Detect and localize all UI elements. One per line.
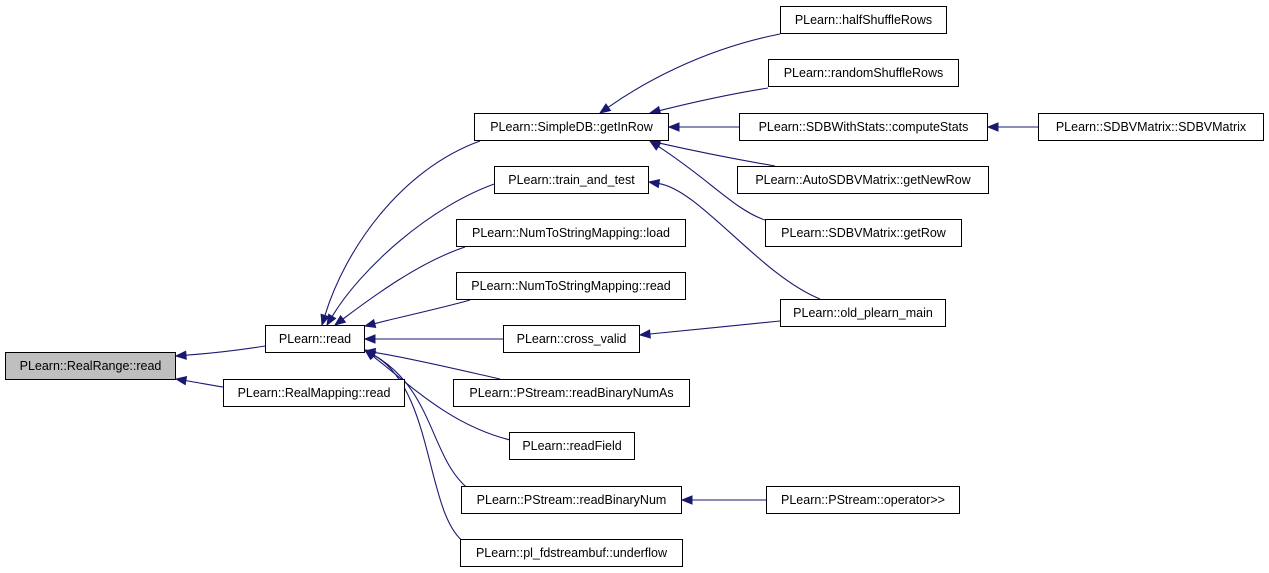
arrowhead-getinrow-to-read [320,313,330,327]
node-old-plearn-main[interactable]: PLearn::old_plearn_main [780,299,946,327]
edge-randomshufflerows-to-getinrow [659,87,769,112]
node-numtostringmapping-load[interactable]: PLearn::NumToStringMapping::load [456,219,686,247]
arrowhead-ntsm_load-to-read [333,314,347,326]
arrowhead-sdbvmatrix_ctor-to-computestats [986,122,999,132]
edge-train_and_test-to-read [331,181,501,317]
node-train-and-test[interactable]: PLearn::train_and_test [494,166,649,194]
edge-autosdbv_getnewrow-to-getinrow [659,142,776,167]
edge-readbinarynumas-to-read [374,351,501,380]
edge-sdbv_getrow-to-getinrow [658,145,766,221]
node-read[interactable]: PLearn::read [265,325,365,353]
node-pstream-readbinarynumas[interactable]: PLearn::PStream::readBinaryNumAs [453,379,690,407]
node-pstream-operator-shr[interactable]: PLearn::PStream::operator>> [766,486,960,514]
edge-old_plearn_main-to-cross_valid [649,320,781,335]
arrowhead-ntsm_read-to-read [363,318,377,329]
node-autosdbvmatrix-getnewrow[interactable]: PLearn::AutoSDBVMatrix::getNewRow [737,166,989,194]
node-numtostringmapping-read[interactable]: PLearn::NumToStringMapping::read [456,272,686,300]
edge-old_plearn_main-to-train_and_test [658,183,821,300]
node-realrange-read: PLearn::RealRange::read [5,352,176,380]
node-halfshufflerows[interactable]: PLearn::halfShuffleRows [780,6,947,34]
edge-halfshufflerows-to-getinrow [607,33,781,108]
edge-underflow-to-read [373,354,466,544]
node-randomshufflerows[interactable]: PLearn::randomShuffleRows [768,59,959,87]
arrowhead-cross_valid-to-read [363,334,376,344]
edge-realmapping_read-to-realrange_read [185,380,224,388]
edge-readbinarynum-to-read [373,354,471,491]
arrowhead-train_and_test-to-read [326,313,337,327]
node-pstream-readbinarynum[interactable]: PLearn::PStream::readBinaryNum [461,486,682,514]
arrowhead-realmapping_read-to-realrange_read [174,376,188,386]
edge-readfield-to-read [372,355,511,441]
edge-ntsm_read-to-read [374,299,471,325]
arrowhead-sdbv_getrow-to-getinrow [648,140,662,151]
arrowhead-old_plearn_main-to-cross_valid [638,329,651,339]
edge-getinrow-to-read [324,140,481,316]
arrowhead-computestats-to-getinrow [667,122,680,132]
node-readfield[interactable]: PLearn::readField [509,432,635,460]
node-sdbvmatrix-ctor[interactable]: PLearn::SDBVMatrix::SDBVMatrix [1038,113,1264,141]
node-cross-valid[interactable]: PLearn::cross_valid [503,325,640,353]
node-simpledb-getinrow[interactable]: PLearn::SimpleDB::getInRow [474,113,669,141]
edge-ntsm_load-to-read [342,246,466,320]
arrowhead-halfshufflerows-to-getinrow [598,103,612,114]
node-pl-fdstreambuf-underflow[interactable]: PLearn::pl_fdstreambuf::underflow [460,539,683,567]
arrowhead-underflow-to-read [363,349,377,360]
arrowhead-operator_shr-to-readbinarynum [680,495,693,505]
node-realmapping-read[interactable]: PLearn::RealMapping::read [223,379,405,407]
node-sdbwithstats-computestats[interactable]: PLearn::SDBWithStats::computeStats [739,113,988,141]
edge-read-to-realrange_read [185,345,266,356]
arrowhead-old_plearn_main-to-train_and_test [647,178,661,189]
arrowhead-read-to-realrange_read [174,350,187,360]
node-sdbvmatrix-getrow[interactable]: PLearn::SDBVMatrix::getRow [765,219,962,247]
